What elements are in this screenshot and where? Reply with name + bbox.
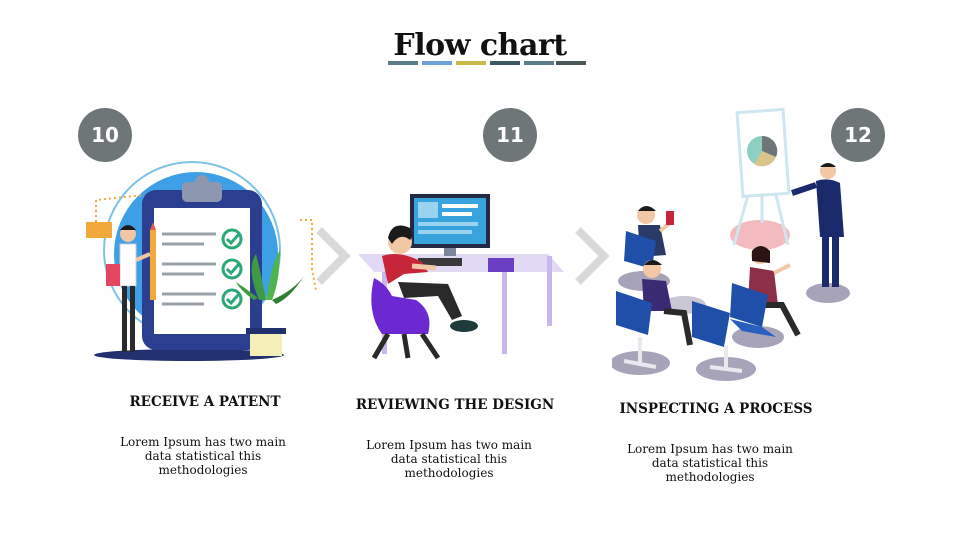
step-description: Lorem Ipsum has two main data statistica…	[120, 435, 286, 477]
chevron-right-icon	[575, 227, 610, 285]
page-title: Flow chart	[393, 28, 567, 63]
title-bar-segment	[556, 61, 586, 65]
computer-desk-illustration	[358, 194, 564, 360]
title-bar-segment	[422, 61, 452, 65]
step-description: Lorem Ipsum has two main data statistica…	[366, 438, 532, 480]
step-number-badge: 11	[483, 108, 537, 162]
title-bar-segment	[490, 61, 520, 65]
step-title: INSPECTING A PROCESS	[619, 401, 813, 417]
step-description: Lorem Ipsum has two main data statistica…	[627, 442, 793, 484]
chevron-right-icon	[316, 227, 351, 285]
presentation-meeting-illustration	[612, 107, 850, 381]
step-number-badge: 12	[831, 108, 885, 162]
title-bar-segment	[388, 61, 418, 65]
title-bar-segment	[524, 61, 554, 65]
clipboard-checklist-illustration	[86, 161, 317, 361]
step-title: RECEIVE A PATENT	[129, 394, 281, 410]
step-title: REVIEWING THE DESIGN	[355, 397, 555, 413]
step-number-badge: 10	[78, 108, 132, 162]
title-bar-segment	[456, 61, 486, 65]
